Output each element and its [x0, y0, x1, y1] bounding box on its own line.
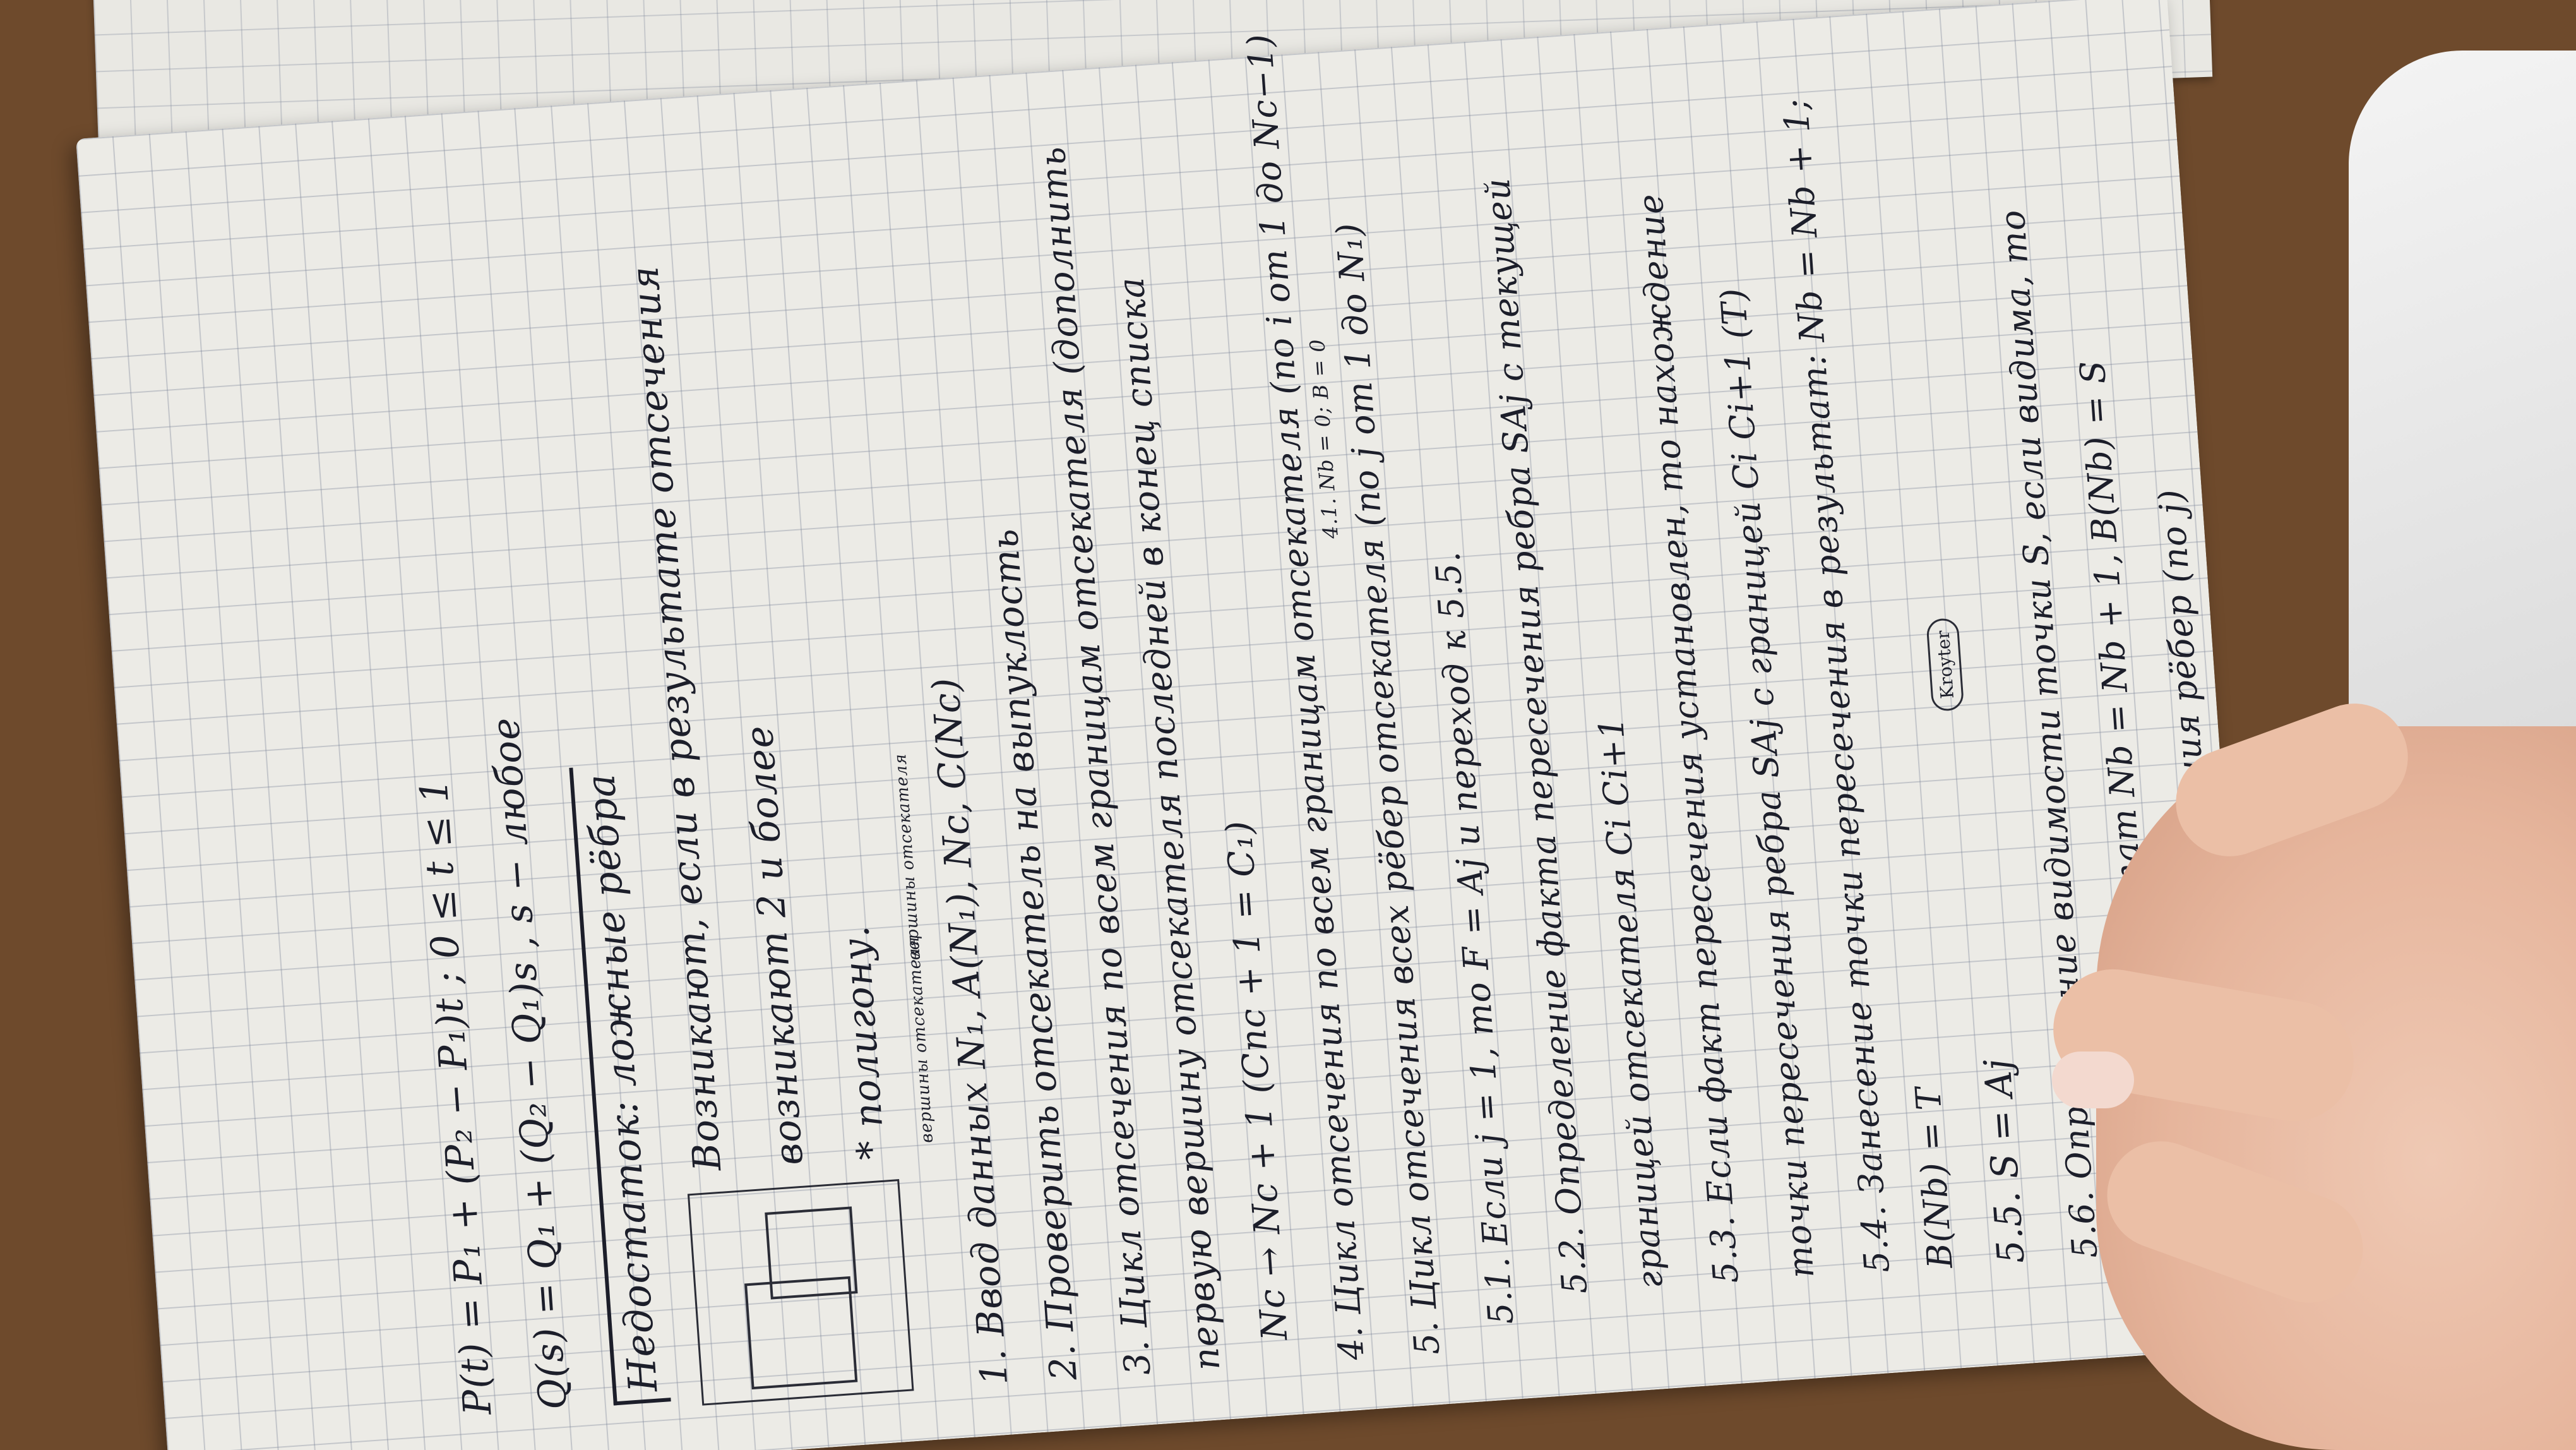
note-line: 5.5. S = Aj [1976, 1057, 2033, 1265]
sketch-square-b [765, 1206, 858, 1300]
white-sleeve [2349, 51, 2576, 840]
marginal-note: вершины отсекателя [891, 753, 924, 961]
note-line: Недостаток: ложные рёбра [569, 764, 671, 1406]
note-line: 5.1. Если j = 1, то F = Aj и переход к 5… [1427, 549, 1522, 1326]
note-line: B(Nb) = T [1907, 1085, 1960, 1270]
kroyter-logo: Kroyter [1926, 617, 1965, 712]
note-line: * полигону. [833, 923, 894, 1161]
note-line: Q(s) = Q₁ + (Q₂ − Q₁)s , s − любое [483, 716, 576, 1411]
marginal-note: вершины отсекателя [903, 935, 938, 1144]
note-line: границей отсекателя Ci Ci+1 [1590, 715, 1671, 1290]
handwritten-notes: P(t) = P₁ + (P₂ − P₁)t ; 0 ≤ t ≤ 1 Q(s) … [277, 0, 2394, 1450]
note-line: возникают 2 и более [737, 724, 813, 1167]
note-line: P(t) = P₁ + (P₂ − P₁)t ; 0 ≤ t ≤ 1 [412, 777, 501, 1417]
note-line: Nc → Nc + 1 (Cnc + 1 = C₁) [1218, 818, 1296, 1342]
notebook-page: P(t) = P₁ + (P₂ − P₁)t ; 0 ≤ t ≤ 1 Q(s) … [76, 0, 2262, 1450]
fingernail [2052, 1052, 2134, 1108]
